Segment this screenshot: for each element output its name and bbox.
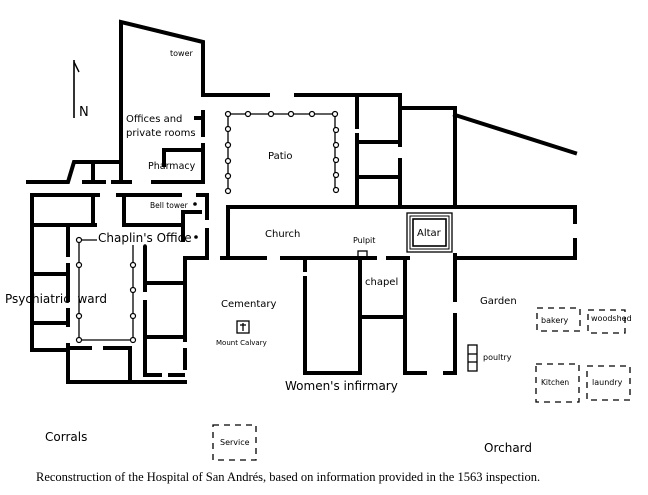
- ward-colonnade: [75, 236, 147, 344]
- label-patio: Patio: [268, 151, 293, 162]
- label-poultry: poultry: [483, 353, 512, 362]
- label-woodshed: woodshed: [591, 314, 632, 323]
- label-chapel: chapel: [365, 277, 398, 288]
- label-womens-infirmary: Women's infirmary: [285, 379, 398, 393]
- north-arrow-icon: [73, 60, 80, 118]
- label-offices-2: private rooms: [126, 128, 196, 139]
- cross-icon: [236, 320, 250, 334]
- service-outline: [212, 424, 257, 461]
- label-tower: tower: [170, 49, 193, 58]
- walls: [26, 19, 578, 384]
- label-pharmacy: Pharmacy: [148, 161, 196, 172]
- label-psychiatric-ward: Psychiatric ward: [5, 292, 107, 306]
- label-chaplins-office: Chaplin's Office: [98, 231, 192, 245]
- bell-icon: [193, 202, 197, 206]
- label-garden: Garden: [480, 296, 517, 307]
- woodshed-outline: [587, 309, 626, 334]
- label-laundry: laundry: [592, 378, 623, 387]
- label-orchard: Orchard: [484, 441, 532, 455]
- north-label: N: [79, 105, 89, 120]
- altar-box: [406, 212, 453, 253]
- label-altar: Altar: [417, 228, 442, 239]
- patio-colonnade: [224, 110, 340, 195]
- laundry-outline: [586, 365, 631, 401]
- label-kitchen: Kitchen: [541, 378, 569, 387]
- kitchen-outline: [535, 363, 580, 403]
- poultry-coops: [467, 344, 478, 372]
- label-service: Service: [220, 438, 250, 447]
- label-church: Church: [265, 229, 300, 240]
- label-corrals: Corrals: [45, 430, 87, 444]
- label-bell-tower: Bell tower: [150, 201, 189, 210]
- label-pulpit: Pulpit: [353, 236, 375, 245]
- caption: Reconstruction of the Hospital of San An…: [36, 470, 540, 484]
- label-mount-calvary: Mount Calvary: [216, 339, 267, 347]
- label-cementary: Cementary: [221, 299, 277, 310]
- bell-icon: [194, 235, 198, 239]
- pulpit-icon: [357, 250, 368, 259]
- label-bakery: bakery: [541, 316, 569, 325]
- label-offices: Offices and: [126, 114, 182, 125]
